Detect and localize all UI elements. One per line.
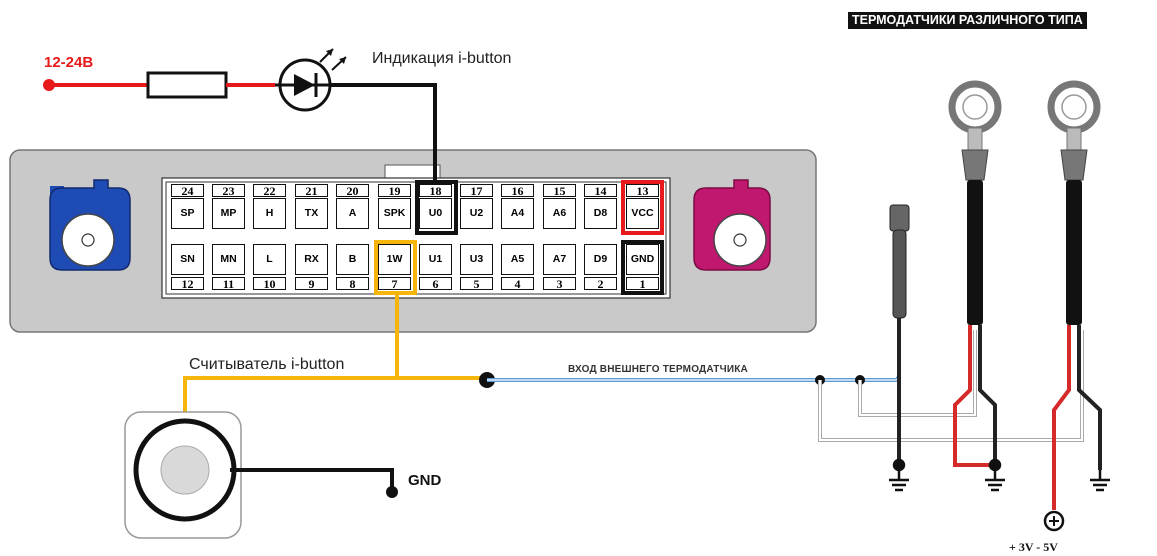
pin-label: H: [253, 198, 286, 229]
pin-label: 1W: [378, 244, 411, 275]
pin1-highlight: [621, 240, 664, 295]
pin13-highlight: [621, 180, 664, 235]
pin-number: 1: [626, 277, 659, 290]
pin-label: U2: [460, 198, 493, 229]
pin-label: MN: [212, 244, 245, 275]
pin-label: GND: [626, 244, 659, 275]
led-wire: [330, 83, 437, 184]
ground-label: GND: [408, 472, 442, 489]
ground-symbol-icon: [1090, 470, 1110, 492]
pin-label: A6: [543, 198, 576, 229]
pin-number: 2: [584, 277, 617, 290]
pin-label: A: [336, 198, 369, 229]
pin-number: 14: [584, 184, 617, 197]
pin-label: A7: [543, 244, 576, 275]
right-antenna-port: [693, 179, 771, 271]
pin-number: 3: [543, 277, 576, 290]
pin-label: A5: [501, 244, 534, 275]
pin-number: 23: [212, 184, 245, 197]
pin-number: 24: [171, 184, 204, 197]
external-sensor-label: ВХОД ВНЕШНЕГО ТЕРМОДАТЧИКА: [568, 364, 748, 375]
pin-label: L: [253, 244, 286, 275]
pin-label: MP: [212, 198, 245, 229]
pin-label: U3: [460, 244, 493, 275]
pin-number: 20: [336, 184, 369, 197]
sensor-supply-label: + 3V - 5V: [1009, 540, 1058, 554]
pin-number: 4: [501, 277, 534, 290]
pin-number: 13: [626, 184, 659, 197]
pin-label: SP: [171, 198, 204, 229]
pin-number: 16: [501, 184, 534, 197]
pin-label: A4: [501, 198, 534, 229]
power-voltage-label: 12-24В: [44, 54, 94, 71]
pin-10: L 10: [252, 243, 287, 292]
pin-number: 15: [543, 184, 576, 197]
sensor-probe-2: [948, 80, 1002, 470]
pin-label: D8: [584, 198, 617, 229]
ground-symbol-icon: [985, 458, 1005, 492]
pin18-highlight: [415, 180, 458, 235]
pin-label: U1: [419, 244, 452, 275]
ground-symbol-icon: [889, 458, 909, 492]
pin-number: 19: [378, 184, 411, 197]
pin-label: D9: [584, 244, 617, 275]
pin-number: 6: [419, 277, 452, 290]
gnd-terminal: [386, 486, 398, 498]
pin-label: RX: [295, 244, 328, 275]
pin-12: SN 12: [170, 243, 205, 292]
pin-number: 18: [419, 184, 452, 197]
led-diode-icon: [278, 48, 347, 112]
pin-number: 10: [253, 277, 286, 290]
pin-label: SPK: [378, 198, 411, 229]
fuse: [146, 71, 228, 99]
pin-number: 21: [295, 184, 328, 197]
pin-number: 8: [336, 277, 369, 290]
pin-number: 22: [253, 184, 286, 197]
pin-number: 12: [171, 277, 204, 290]
pin-number: 17: [460, 184, 493, 197]
sensors-title: ТЕРМОДАТЧИКИ РАЗЛИЧНОГО ТИПА: [848, 12, 1087, 29]
pin-number: 11: [212, 277, 245, 290]
sensor-probe-1: [889, 204, 910, 470]
pin-label: TX: [295, 198, 328, 229]
reader-label: Считыватель i-button: [189, 356, 345, 373]
pin-11: MN 11: [211, 243, 246, 292]
pin-9: RX 9: [294, 243, 329, 292]
ibutton-reader: [124, 411, 242, 539]
pin-label: B: [336, 244, 369, 275]
left-antenna-port: [49, 179, 131, 271]
pin-number: 7: [378, 277, 411, 290]
plus-terminal-icon: [1043, 510, 1065, 532]
pin-label: U0: [419, 198, 452, 229]
pin-number: 9: [295, 277, 328, 290]
pin7-highlight: [374, 240, 417, 295]
sensor-probe-3: [1047, 80, 1102, 510]
pin-1: GND 1: [625, 243, 660, 292]
led-indicator-label: Индикация i-button: [372, 50, 512, 67]
pin-number: 5: [460, 277, 493, 290]
pin-label: VCC: [626, 198, 659, 229]
pin-label: SN: [171, 244, 204, 275]
